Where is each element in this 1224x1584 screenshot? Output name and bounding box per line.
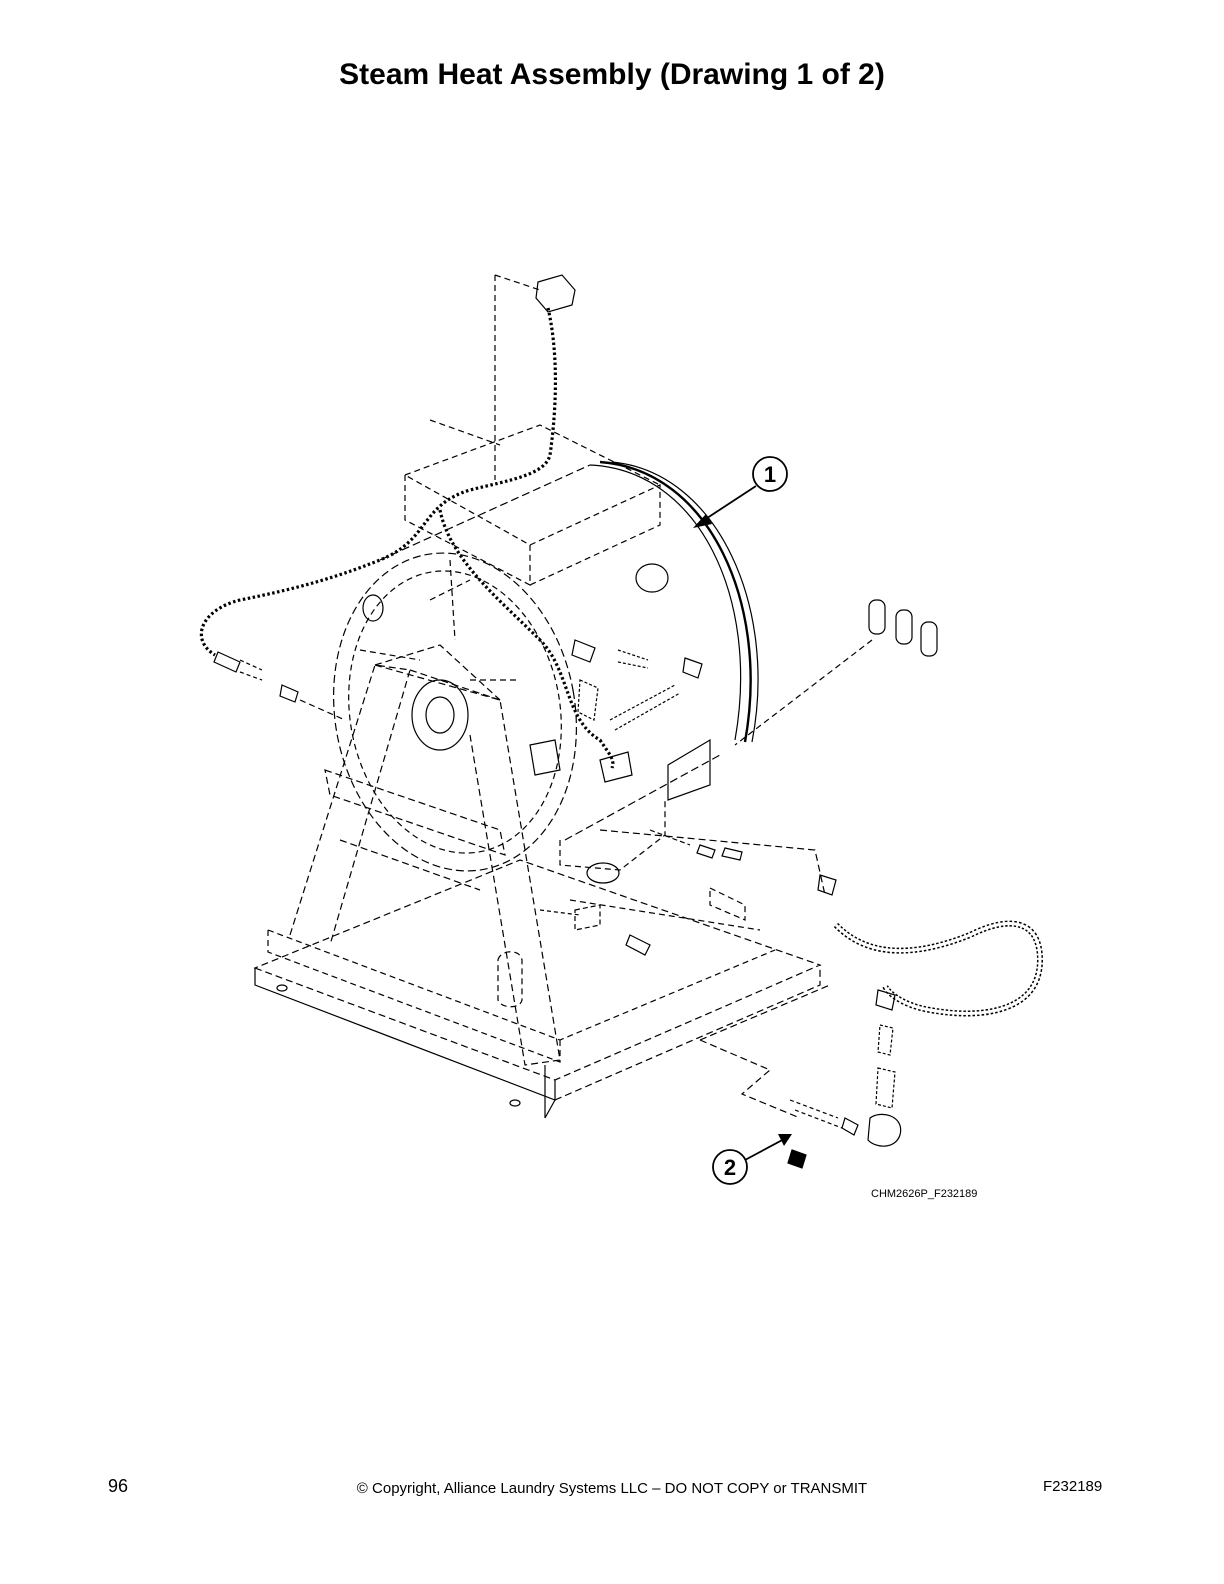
control-box [404,274,661,586]
wire-harness [199,307,615,769]
callout-1: 1 [693,456,788,528]
callout-2: 2 [712,1134,792,1185]
drum-body [379,460,759,884]
left-fittings [213,651,346,721]
page-number: 96 [108,1476,129,1496]
callout-2-label: 2 [724,1155,736,1180]
drum-front [333,552,577,872]
wire-connector [535,274,576,313]
copyright-notice: © Copyright, Alliance Laundry Systems LL… [356,1480,868,1497]
base-frame [253,859,822,1119]
footer-code: F232189 [1043,1478,1103,1495]
bottom-hardware [497,829,761,1008]
drum-side-fittings [529,639,703,783]
page-title: Steam Heat Assembly (Drawing 1 of 2) [339,58,885,91]
capsule-parts [734,599,938,746]
part-2-fitting [787,1149,807,1169]
steam-hose [599,829,1044,1147]
callout-1-label: 1 [764,462,776,487]
figure-code: CHM2626P_F232189 [871,1188,978,1200]
